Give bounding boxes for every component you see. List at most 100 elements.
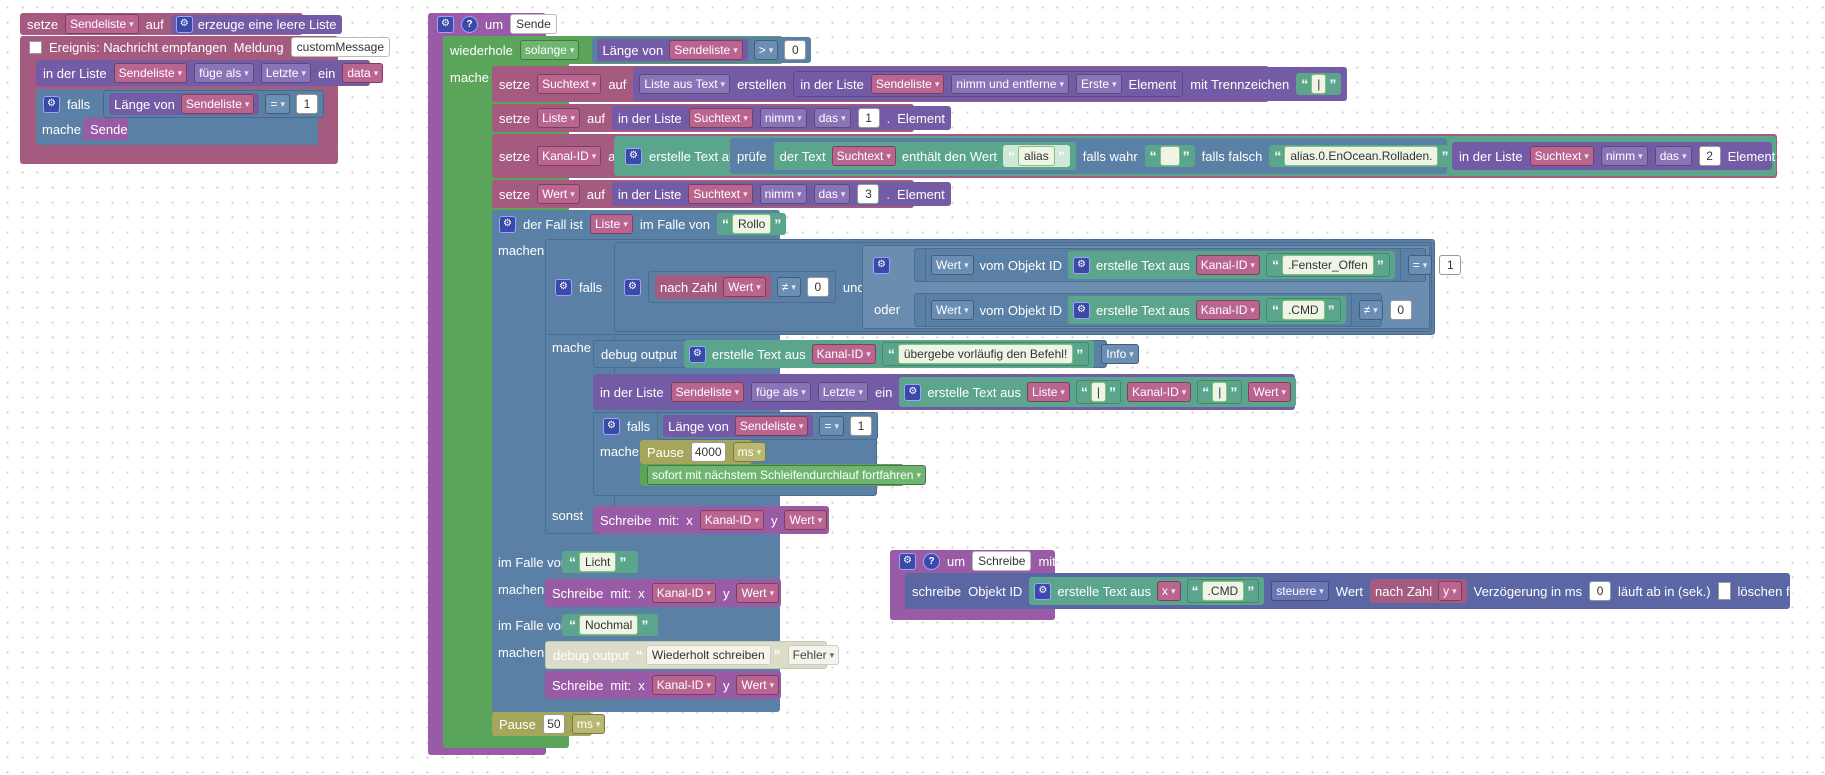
- kanal-var-dropdown[interactable]: Kanal-ID: [1127, 382, 1192, 402]
- create-text-block[interactable]: ⚙ erstelle Text aus Kanal-ID “ .Fenster_…: [1068, 251, 1395, 279]
- alias-text-block[interactable]: “ alias ”: [1003, 145, 1070, 167]
- operator-dropdown[interactable]: =: [265, 94, 290, 114]
- message-input[interactable]: übergebe vorläufig den Befehl!: [897, 344, 1074, 364]
- gear-icon[interactable]: ⚙: [499, 215, 516, 233]
- gear-icon[interactable]: ⚙: [624, 278, 641, 296]
- list-get-block[interactable]: in der Liste Sendeliste nimm und entfern…: [793, 71, 1184, 97]
- attribute-dropdown[interactable]: Wert: [931, 300, 974, 320]
- set-wert-block[interactable]: setze Wert auf in der Liste Suchtext nim…: [492, 180, 951, 208]
- delay-field[interactable]: 0: [1589, 581, 1612, 601]
- index-field[interactable]: 3: [857, 184, 880, 204]
- gear-icon[interactable]: ⚙: [555, 278, 572, 296]
- disabled-debug-output-block[interactable]: debug output “ Wiederholt schreiben ” Fe…: [545, 641, 840, 669]
- list-get-block[interactable]: in der Liste Suchtext nimm das 2 Element: [1452, 142, 1775, 170]
- get-mode-dropdown[interactable]: nimm: [759, 108, 807, 128]
- pause-50-block[interactable]: Pause 50 ms: [492, 712, 606, 736]
- call-schreibe-block[interactable]: Schreibe mit: x Kanal-ID y Wert: [545, 671, 781, 699]
- x-var-dropdown[interactable]: x: [1157, 581, 1181, 601]
- create-text-block[interactable]: ⚙ erstelle Text aus Liste “ | ” Kanal-ID…: [899, 377, 1297, 407]
- variable-dropdown[interactable]: Wert: [537, 184, 580, 204]
- case-text-block[interactable]: “ Nochmal ”: [562, 614, 658, 636]
- gear-icon[interactable]: ⚙: [688, 345, 706, 363]
- log-level-dropdown[interactable]: Info: [1101, 344, 1139, 364]
- compare-block[interactable]: Länge von Sendeliste > 0: [592, 37, 812, 63]
- message-text-block[interactable]: “ Wiederholt schreiben ”: [636, 645, 781, 665]
- length-block[interactable]: Länge von Sendeliste: [109, 93, 260, 115]
- list-var-dropdown[interactable]: Sendeliste: [670, 382, 745, 402]
- control-block[interactable]: schreibe Objekt ID ⚙ erstelle Text aus x…: [905, 573, 1825, 609]
- list-var-dropdown[interactable]: Sendeliste: [113, 63, 188, 83]
- position-dropdown[interactable]: Letzte: [260, 63, 311, 83]
- separator-input[interactable]: |: [1311, 74, 1327, 94]
- variable-dropdown[interactable]: Liste: [537, 108, 580, 128]
- operator-dropdown[interactable]: ≠: [776, 277, 801, 297]
- list-var-dropdown[interactable]: Sendeliste: [870, 74, 945, 94]
- operator-dropdown[interactable]: ≠: [1358, 300, 1383, 320]
- position-dropdown[interactable]: das: [1654, 146, 1692, 166]
- insert-mode-dropdown[interactable]: füge als: [751, 382, 811, 402]
- value-var-dropdown[interactable]: Wert: [723, 277, 766, 297]
- length-block[interactable]: Länge von Sendeliste: [597, 39, 748, 61]
- position-dropdown[interactable]: Letzte: [817, 382, 868, 402]
- neq-compare-block[interactable]: nach Zahl Wert ≠ 0: [648, 271, 836, 303]
- checkbox-icon[interactable]: [29, 40, 42, 54]
- x-var-dropdown[interactable]: Kanal-ID: [699, 510, 764, 530]
- number-field[interactable]: 0: [784, 40, 807, 60]
- length-block[interactable]: Länge von Sendeliste: [663, 415, 814, 437]
- number-field[interactable]: 1: [295, 94, 318, 114]
- suffix-input[interactable]: .CMD: [1281, 300, 1325, 320]
- number-field[interactable]: 0: [1389, 300, 1412, 320]
- call-schreibe-block[interactable]: Schreibe mit: x Kanal-ID y Wert: [593, 506, 829, 534]
- pause-4000-block[interactable]: Pause 4000 ms: [640, 440, 767, 464]
- call-sende-block[interactable]: Sende: [83, 118, 128, 140]
- length-var-dropdown[interactable]: Sendeliste: [734, 416, 809, 436]
- y-var-dropdown[interactable]: Wert: [784, 510, 828, 530]
- suffix-input[interactable]: .Fenster_Offen: [1281, 255, 1374, 275]
- sep-input[interactable]: |: [1212, 382, 1228, 402]
- sep-input[interactable]: |: [1090, 382, 1107, 402]
- separator-text-block[interactable]: “ | ”: [1296, 73, 1342, 95]
- gear-icon[interactable]: ⚙: [1073, 301, 1091, 319]
- number-field[interactable]: 1: [1439, 255, 1462, 275]
- gear-icon[interactable]: ⚙: [625, 147, 642, 165]
- gear-icon[interactable]: ⚙: [1073, 256, 1091, 274]
- index-field[interactable]: 2: [1698, 146, 1721, 166]
- set-liste-block[interactable]: setze Liste auf in der Liste Suchtext ni…: [492, 104, 951, 132]
- unit-dropdown[interactable]: ms: [571, 714, 606, 734]
- suffix-text-block[interactable]: “ .Fenster_Offen ”: [1265, 253, 1390, 277]
- gear-icon[interactable]: ⚙: [43, 95, 60, 113]
- create-text-block[interactable]: ⚙ erstelle Text aus x “ .CMD ”: [1029, 577, 1265, 605]
- length-var-dropdown[interactable]: Sendeliste: [669, 40, 743, 60]
- get-mode-dropdown[interactable]: nimm und entferne: [951, 74, 1069, 94]
- y-var-dropdown[interactable]: Wert: [736, 583, 780, 603]
- get-mode-dropdown[interactable]: nimm: [1600, 146, 1648, 166]
- compare-block[interactable]: Länge von Sendeliste = 1: [657, 412, 878, 440]
- delay-field[interactable]: 50: [542, 714, 565, 734]
- gear-icon[interactable]: ⚙: [603, 417, 620, 435]
- y-var-dropdown[interactable]: Wert: [736, 675, 780, 695]
- suffix-input[interactable]: .CMD: [1201, 581, 1245, 601]
- y-var-dropdown[interactable]: y: [1438, 581, 1462, 601]
- message-text-block[interactable]: “ übergebe vorläufig den Befehl! ”: [881, 342, 1090, 366]
- liste-var-dropdown[interactable]: Liste: [1027, 382, 1070, 402]
- insert-mode-dropdown[interactable]: füge als: [194, 63, 254, 83]
- continue-dropdown[interactable]: sofort mit nächstem Schleifendurchlauf f…: [647, 465, 926, 485]
- call-schreibe-block[interactable]: Schreibe mit: x Kanal-ID y Wert: [545, 579, 781, 607]
- function-name-input[interactable]: Sende: [510, 14, 557, 34]
- control-mode-dropdown[interactable]: steuere: [1271, 581, 1329, 601]
- loop-mode-dropdown[interactable]: solange: [519, 40, 580, 60]
- text-var-dropdown[interactable]: Suchtext: [831, 146, 896, 166]
- list-get-block[interactable]: in der Liste Suchtext nimm das 3 . Eleme…: [611, 182, 951, 206]
- data-var-dropdown[interactable]: data: [342, 63, 384, 83]
- alias-input[interactable]: alias: [1018, 146, 1055, 166]
- gear-icon[interactable]: ⚙: [873, 256, 890, 274]
- get-object-block[interactable]: Wert vom Objekt ID ⚙ erstelle Text aus K…: [925, 248, 1401, 282]
- alias-path-input[interactable]: alias.0.EnOcean.Rolladen.: [1284, 146, 1439, 166]
- operator-dropdown[interactable]: =: [819, 416, 844, 436]
- list-from-text-block[interactable]: Liste aus Text erstellen in der Liste Se…: [633, 67, 1348, 101]
- meldung-input[interactable]: customMessage: [290, 37, 391, 57]
- create-text-block[interactable]: ⚙ erstelle Text aus Kanal-ID “ übergebe …: [683, 340, 1095, 368]
- case-text-block[interactable]: “ Licht ”: [562, 551, 638, 573]
- gear-icon[interactable]: ⚙: [175, 15, 193, 33]
- number-field[interactable]: 0: [806, 277, 829, 297]
